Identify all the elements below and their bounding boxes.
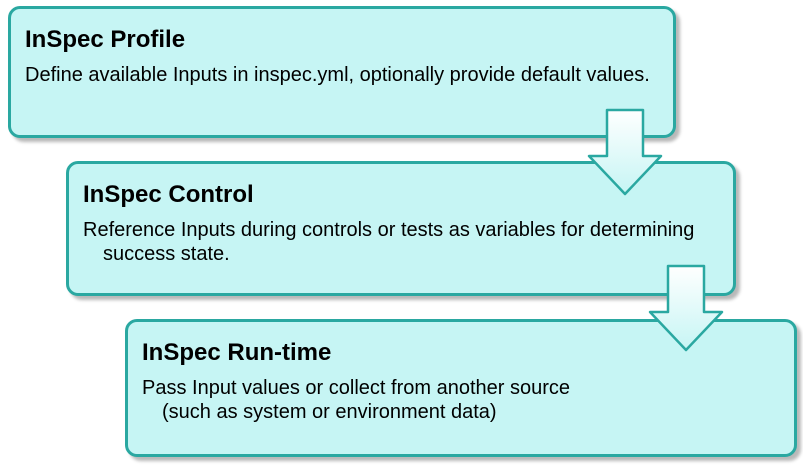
step-title: InSpec Run-time	[142, 339, 332, 366]
step-description: Reference Inputs during controls or test…	[83, 219, 695, 265]
step-title: InSpec Control	[83, 181, 254, 208]
step-description: Define available Inputs in inspec.yml, o…	[25, 64, 650, 86]
step-description: Pass Input values or collect from anothe…	[142, 377, 570, 423]
step-inspec-profile: InSpec Profile Define available Inputs i…	[8, 6, 676, 138]
step-title: InSpec Profile	[25, 26, 186, 53]
down-arrow-icon	[587, 108, 663, 196]
down-arrow-icon	[648, 264, 724, 352]
